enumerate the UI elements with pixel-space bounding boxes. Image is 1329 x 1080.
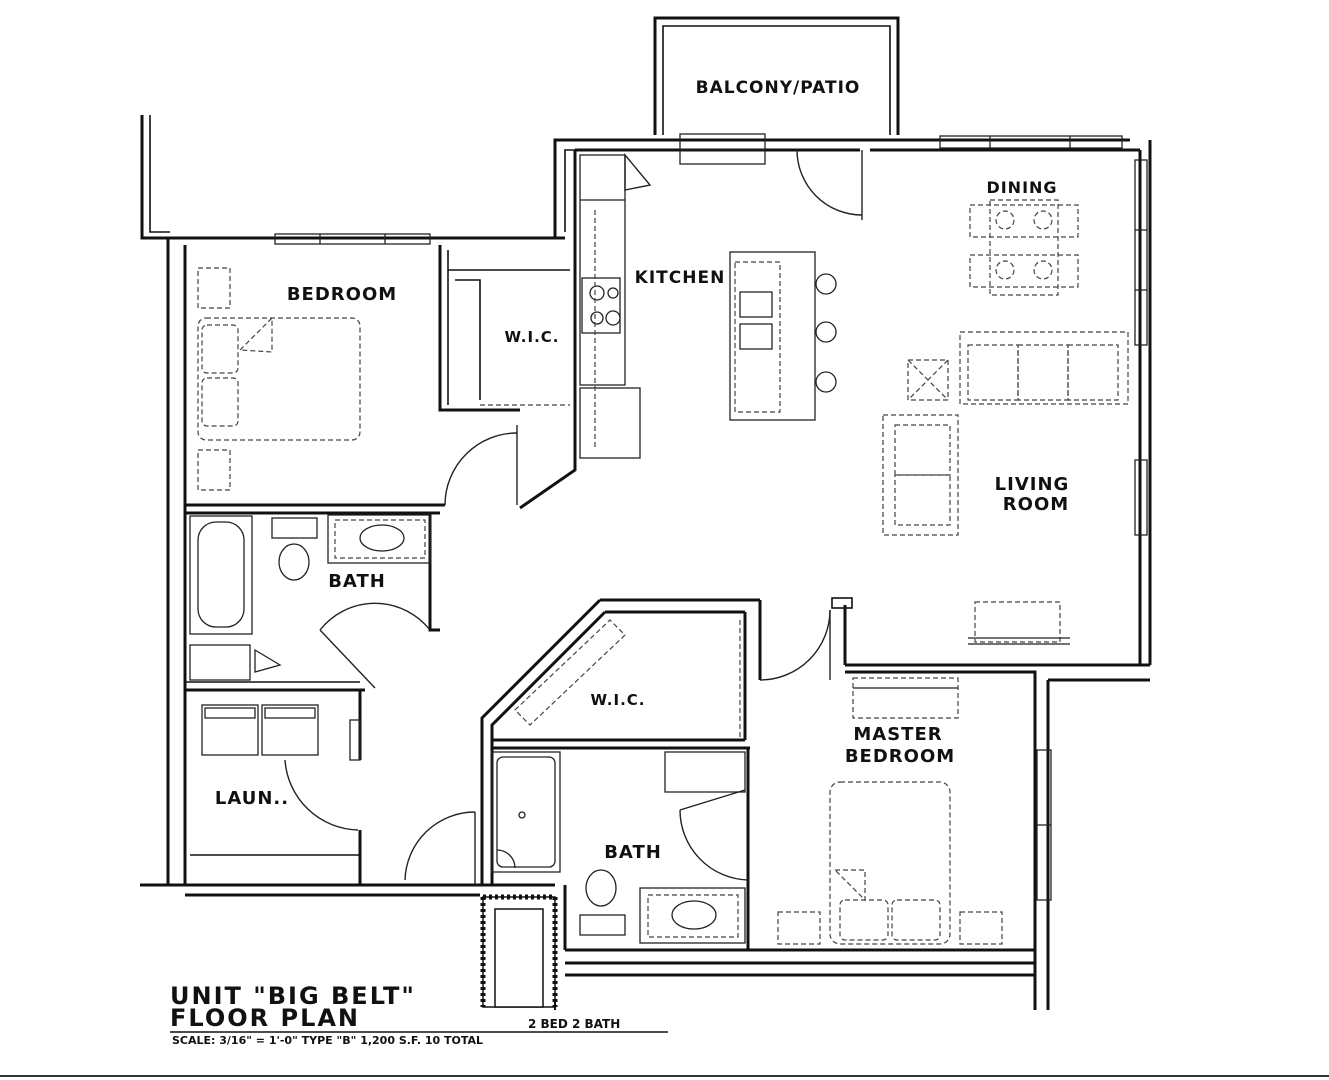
living-furniture: LIVING ROOM <box>882 331 1129 645</box>
kitchen-label: KITCHEN <box>635 268 726 288</box>
bedroom-wic: W.I.C. <box>480 328 570 406</box>
windows <box>274 133 1148 901</box>
kitchen-fixtures: KITCHEN <box>579 154 837 459</box>
laundry-fixtures: LAUN.. <box>201 704 361 809</box>
scale-line: SCALE: 3/16" = 1'-0" TYPE "B" 1,200 S.F.… <box>172 1034 483 1047</box>
dining-label: DINING <box>986 178 1057 197</box>
master-wic-label: W.I.C. <box>590 691 645 709</box>
balcony-label: BALCONY/PATIO <box>696 78 861 98</box>
balcony: BALCONY/PATIO <box>653 16 900 135</box>
dining-furniture: DINING <box>969 178 1079 296</box>
living-label-line2: ROOM <box>1003 494 1069 515</box>
title-block: UNIT "BIG BELT" FLOOR PLAN 2 BED 2 BATH … <box>170 982 668 1047</box>
master-bedroom-furniture: MASTER BEDROOM <box>777 677 1003 945</box>
shaft <box>480 894 558 1010</box>
master-bedroom-label-line1: MASTER <box>853 724 942 745</box>
master-bedroom-label-line2: BEDROOM <box>845 746 955 767</box>
main-bath-fixtures: BATH <box>189 514 431 681</box>
walls <box>140 115 1152 1010</box>
master-bath-label: BATH <box>604 842 662 863</box>
door-swings <box>284 149 863 885</box>
title-line1: UNIT "BIG BELT" <box>170 982 416 1010</box>
living-label-line1: LIVING <box>995 474 1070 495</box>
master-bath-fixtures: BATH <box>491 751 746 944</box>
laundry-label: LAUN.. <box>215 788 289 809</box>
main-bath-label: BATH <box>328 571 386 592</box>
bedroom-furniture: BEDROOM <box>197 267 397 491</box>
bedroom-wic-label: W.I.C. <box>504 328 559 346</box>
bedroom-label: BEDROOM <box>287 284 397 305</box>
title-line2: FLOOR PLAN <box>170 1004 360 1032</box>
title-summary: 2 BED 2 BATH <box>528 1017 620 1031</box>
master-wic: W.I.C. <box>514 619 741 740</box>
